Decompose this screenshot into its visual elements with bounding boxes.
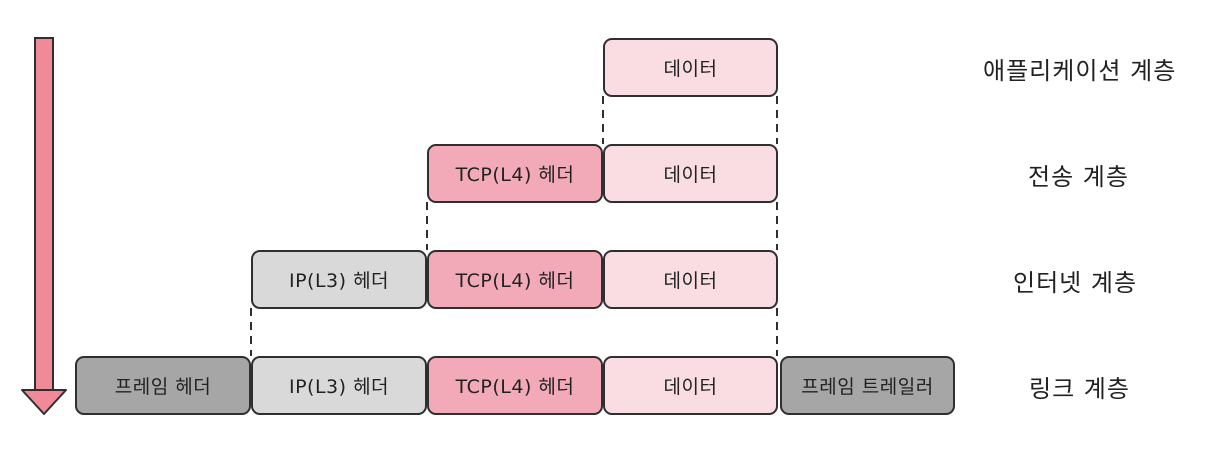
link-layer-frame-trailer-box: 프레임 트레일러 (780, 356, 955, 415)
internet-layer-data-box: 데이터 (603, 250, 778, 309)
link-layer-tcp-header-box: TCP(L4) 헤더 (427, 356, 603, 415)
transport-layer-tcp-header-box: TCP(L4) 헤더 (427, 144, 603, 203)
link-layer-ip-header-box: IP(L3) 헤더 (251, 356, 427, 415)
internet-layer-label: 인터넷 계층 (1013, 269, 1138, 297)
link-layer-frame-header-box: 프레임 헤더 (75, 356, 251, 415)
internet-layer-tcp-header-box: TCP(L4) 헤더 (427, 250, 603, 309)
app-layer-data-box: 데이터 (603, 38, 778, 97)
internet-layer-ip-header-box: IP(L3) 헤더 (251, 250, 427, 309)
link-layer-data-box: 데이터 (603, 356, 778, 415)
app-layer-label: 애플리케이션 계층 (983, 57, 1177, 85)
transport-layer-label: 전송 계층 (1028, 163, 1129, 191)
link-layer-label: 링크 계층 (1029, 375, 1130, 403)
encapsulation-direction-arrow-icon (21, 37, 67, 415)
transport-layer-data-box: 데이터 (603, 144, 778, 203)
